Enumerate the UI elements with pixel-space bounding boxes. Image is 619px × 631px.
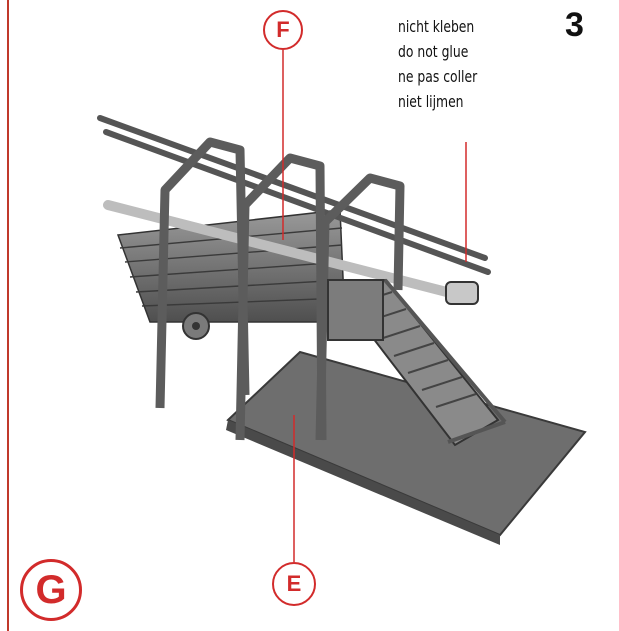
gantry-frame-3 <box>315 173 405 441</box>
pulley-block <box>445 281 479 305</box>
note-line-fr: ne pas coller <box>398 67 478 86</box>
note-line-nl: niet lijmen <box>398 92 464 111</box>
glue-note: nicht kleben do not glue ne pas coller n… <box>398 14 477 114</box>
callout-f: F <box>263 10 303 50</box>
page-margin-rule <box>7 0 9 631</box>
platform-grate <box>327 279 384 341</box>
note-line-en: do not glue <box>398 42 469 61</box>
callout-e: E <box>272 562 316 606</box>
step-number: 3 <box>565 6 584 44</box>
note-line-de: nicht kleben <box>398 17 475 36</box>
callout-g: G <box>20 559 82 621</box>
